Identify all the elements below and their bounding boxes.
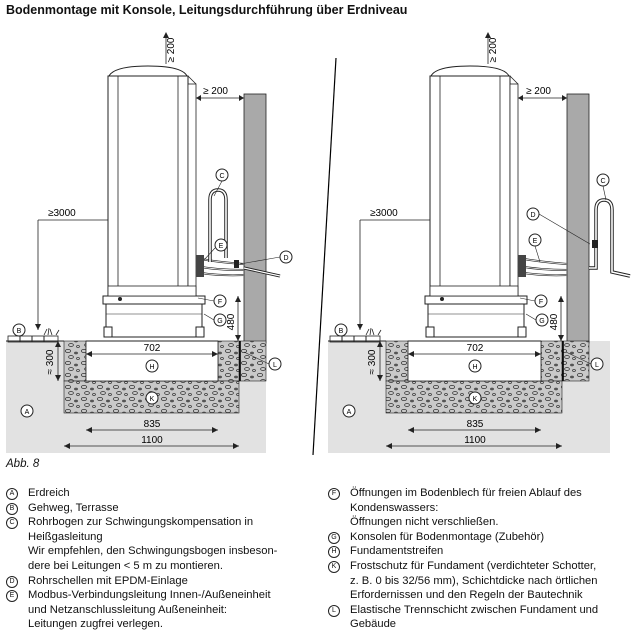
svg-text:C: C (219, 173, 224, 180)
svg-text:F: F (539, 299, 543, 306)
svg-text:B: B (17, 328, 22, 335)
dim-702-left: 702 (144, 343, 161, 354)
svg-text:C: C (600, 178, 605, 185)
marker-b: B (6, 502, 18, 515)
marker-g: G (328, 531, 340, 544)
svg-text:G: G (539, 318, 544, 325)
dim-side-left: ≥ 200 (203, 86, 228, 97)
svg-text:L: L (273, 362, 277, 369)
marker-k: K (328, 560, 340, 573)
left-panel: ≥ 200 ≥ 200 ≥3000 480 ≈ 300 702 835 1100… (6, 32, 293, 453)
marker-a: A (6, 488, 18, 500)
dim-702-right: 702 (467, 343, 484, 354)
svg-text:E: E (219, 243, 224, 250)
svg-text:H: H (149, 364, 154, 371)
svg-text:D: D (530, 212, 535, 219)
marker-e: E (6, 590, 18, 603)
dim-480-left: 480 (226, 313, 237, 330)
installation-figure: ≥ 200 ≥ 200 ≥3000 480 ≈ 300 702 835 1100… (6, 32, 631, 456)
marker-c: C (6, 517, 18, 530)
marker-l: L (328, 604, 340, 617)
dim-300-right: ≈ 300 (367, 349, 378, 374)
svg-text:K: K (150, 396, 155, 403)
dim-left-left: ≥3000 (48, 208, 76, 219)
dim-1100-left: 1100 (141, 435, 163, 446)
svg-text:F: F (218, 299, 222, 306)
svg-text:K: K (473, 396, 478, 403)
marker-h: H (328, 546, 340, 559)
dim-835-left: 835 (144, 419, 161, 430)
svg-text:L: L (595, 362, 599, 369)
dim-top-right: ≥ 200 (488, 37, 499, 62)
dim-left-right: ≥3000 (370, 208, 398, 219)
svg-text:E: E (533, 238, 538, 245)
marker-d: D (6, 575, 18, 588)
marker-f: F (328, 488, 340, 500)
dim-top-left: ≥ 200 (166, 37, 177, 62)
dim-300-left: ≈ 300 (45, 349, 56, 374)
svg-text:G: G (217, 318, 222, 325)
right-panel: ≥ 200 ≥ 200 ≥3000 480 ≈ 300 702 835 1100… (328, 32, 631, 453)
svg-text:A: A (347, 409, 352, 416)
dim-480-right: 480 (549, 313, 560, 330)
svg-text:A: A (25, 409, 30, 416)
page-title: Bodenmontage mit Konsole, Leitungsdurchf… (6, 3, 408, 17)
svg-text:D: D (283, 255, 288, 262)
panel-divider (312, 57, 337, 456)
svg-text:H: H (472, 364, 477, 371)
dim-1100-right: 1100 (464, 435, 486, 446)
dim-835-right: 835 (467, 419, 484, 430)
figure-label: Abb. 8 (6, 458, 40, 470)
svg-text:B: B (339, 328, 344, 335)
dim-side-right: ≥ 200 (526, 86, 551, 97)
